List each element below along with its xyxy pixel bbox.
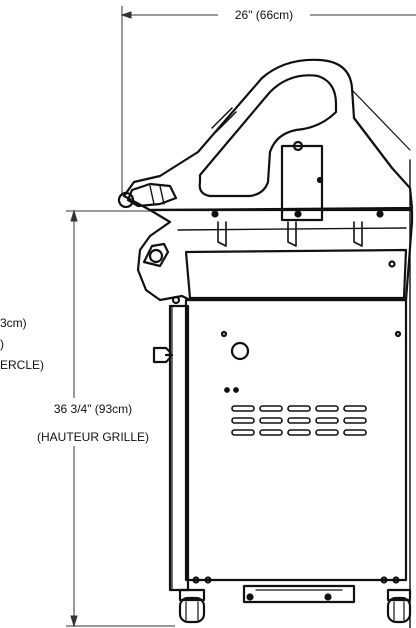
lid-height-label-line2: ) xyxy=(0,337,4,351)
cart-cabinet xyxy=(168,295,408,592)
lid-handle xyxy=(117,182,178,209)
grill-lid xyxy=(122,58,414,212)
lid-window-outline xyxy=(198,74,338,198)
lid-hinge-bracket xyxy=(280,140,324,222)
grill-height-label-line1: 36 3/4" (93cm) xyxy=(54,402,132,416)
tank-gauge-hole xyxy=(230,341,250,361)
lid-height-label-line1: 3cm) xyxy=(0,316,27,330)
vent-slots xyxy=(231,405,367,436)
bottom-tray xyxy=(192,576,400,604)
height-arrow-top xyxy=(70,209,78,222)
height-label-backdrop xyxy=(18,398,168,446)
control-knob xyxy=(142,242,170,268)
grill-height-label-line2: (HAUTEUR GRILLE) xyxy=(37,430,149,444)
rear-caster xyxy=(386,588,412,624)
firebox xyxy=(136,208,414,302)
width-label: 26" (66cm) xyxy=(235,8,293,22)
width-dimension xyxy=(120,6,416,196)
lid-height-label-line3: ERCLE) xyxy=(0,358,44,372)
door-handle xyxy=(152,346,174,364)
front-caster xyxy=(178,588,206,624)
height-arrow-bottom xyxy=(70,615,78,628)
width-arrow-left xyxy=(120,11,132,19)
